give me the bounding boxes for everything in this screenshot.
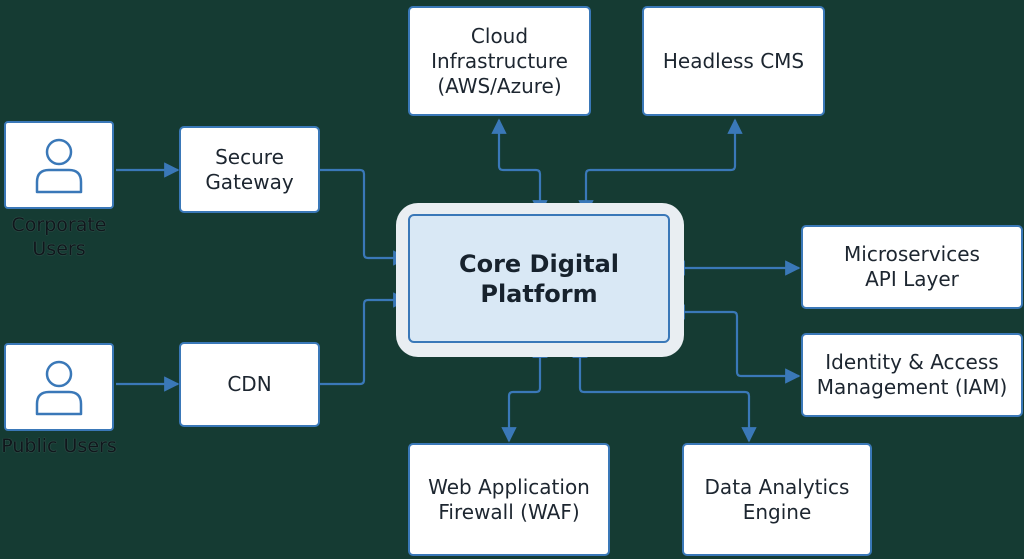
secure-gateway-node: Secure Gateway (179, 126, 320, 213)
iam-node: Identity & Access Management (IAM) (801, 333, 1023, 417)
connector-gateway-to-core (320, 168, 409, 266)
corporate-users-label: Corporate Users (11, 214, 107, 260)
cloud-infrastructure-node: Cloud Infrastructure (AWS/Azure) (408, 6, 591, 116)
headless-cms-node: Headless CMS (642, 6, 825, 116)
cdn-node: CDN (179, 342, 320, 427)
user-icon (35, 360, 83, 416)
connector-core-iam (669, 304, 801, 384)
public-users-box (4, 343, 114, 431)
public-users-label: Public Users (1, 435, 117, 457)
user-icon (35, 138, 83, 194)
data-analytics-node: Data Analytics Engine (682, 443, 872, 556)
core-digital-platform-node: Core Digital Platform (408, 214, 670, 343)
corporate-users-box (4, 121, 114, 209)
connector-core-waf (501, 342, 548, 443)
waf-node: Web Application Firewall (WAF) (408, 443, 610, 556)
connector-cdn-to-core (320, 292, 409, 386)
microservices-api-node: Microservices API Layer (801, 225, 1023, 309)
connector-core-cms (578, 118, 743, 216)
connector-core-cloud (491, 118, 548, 216)
connector-core-analytics (572, 342, 757, 443)
